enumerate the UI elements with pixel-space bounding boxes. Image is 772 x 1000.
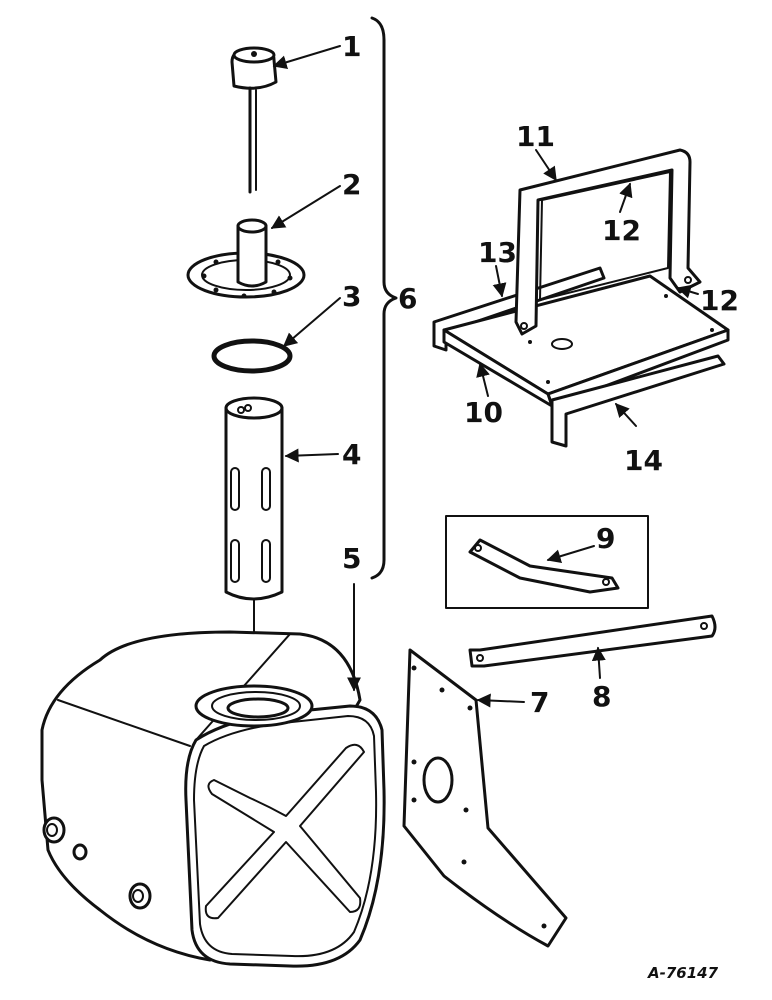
reference-code: A-76147 xyxy=(647,964,719,982)
part-8-strap xyxy=(468,614,717,668)
part-2-filler-neck xyxy=(186,218,306,299)
part-7-mounting-plate xyxy=(402,648,568,948)
callout-1: 1 xyxy=(342,30,361,63)
callout-12a: 12 xyxy=(602,214,641,247)
part-3-gasket xyxy=(211,338,293,374)
callout-5: 5 xyxy=(342,542,361,575)
leader-lines xyxy=(270,45,699,708)
callout-13: 13 xyxy=(478,236,517,269)
callout-7: 7 xyxy=(530,686,549,719)
callout-8: 8 xyxy=(592,680,611,713)
part-10-14-tray-assembly xyxy=(432,148,730,448)
callout-3: 3 xyxy=(342,280,361,313)
part-9-bracket xyxy=(445,515,649,609)
part-1-sender-gauge xyxy=(230,46,278,194)
part-5-fuel-tank xyxy=(40,630,386,968)
callout-2: 2 xyxy=(342,168,361,201)
part-4-strainer xyxy=(224,396,284,691)
callout-11: 11 xyxy=(516,120,555,153)
callout-12b: 12 xyxy=(700,284,739,317)
callout-9: 9 xyxy=(596,522,615,555)
callout-6: 6 xyxy=(398,282,417,315)
group-brace xyxy=(370,16,398,580)
callout-10: 10 xyxy=(464,396,503,429)
callout-14: 14 xyxy=(624,444,663,477)
callout-4: 4 xyxy=(342,438,361,471)
